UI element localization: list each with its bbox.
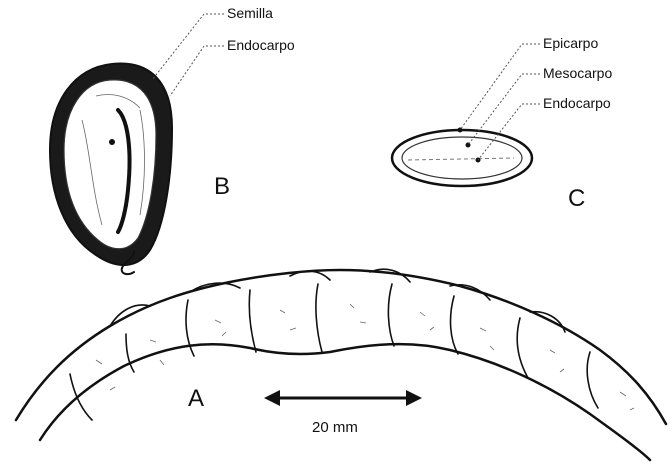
section-mesocarp (402, 137, 522, 179)
label-mesocarpo: Mesocarpo (543, 65, 612, 81)
label-endocarpo-c: Endocarpo (543, 95, 611, 111)
leader-epicarpo (460, 44, 540, 130)
cross-section-drawing (392, 44, 540, 186)
seed-dot (109, 139, 115, 145)
scale-label: 20 mm (312, 419, 358, 436)
label-epicarpo: Epicarpo (543, 35, 598, 51)
label-endocarpo-b: Endocarpo (227, 37, 295, 53)
seed-drawing (50, 14, 224, 274)
pod-inner-edge (40, 344, 650, 460)
label-c: C (568, 185, 585, 212)
label-a: A (188, 385, 204, 412)
label-b: B (214, 173, 230, 200)
scale-bar (264, 390, 422, 406)
label-semilla: Semilla (227, 5, 273, 21)
leader-endocarpo-b (170, 46, 224, 96)
